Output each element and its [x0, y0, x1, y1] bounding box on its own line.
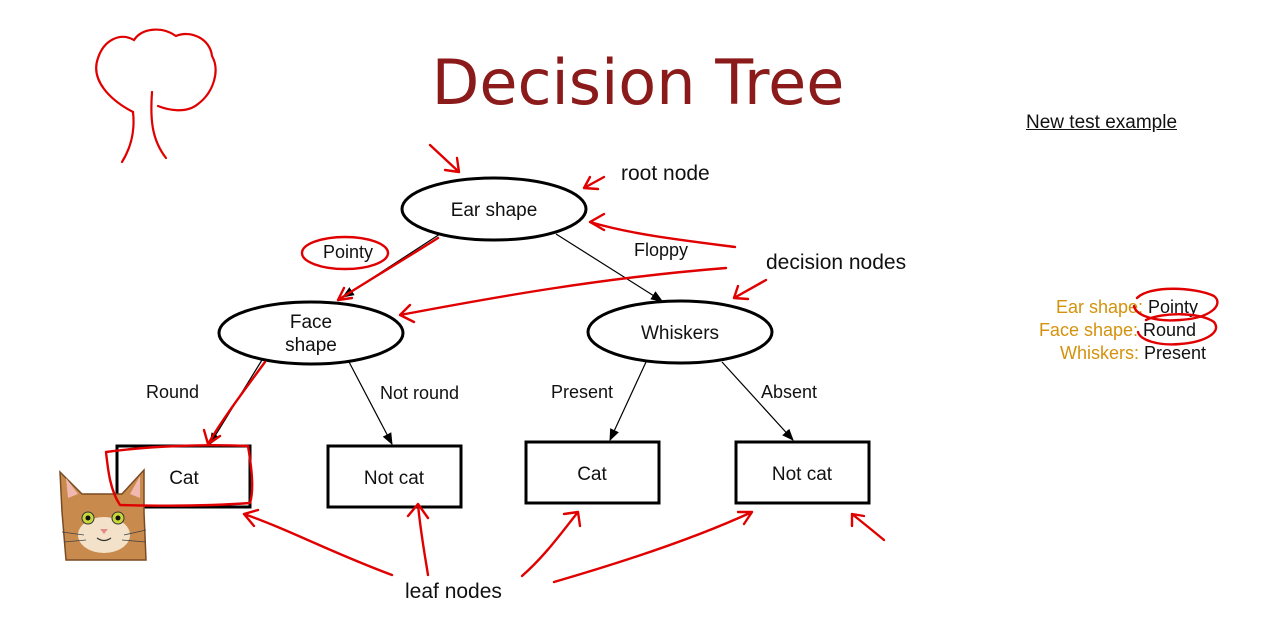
- leaf-label: Cat: [169, 468, 199, 489]
- edge-absent: [721, 361, 794, 441]
- example-value: Present: [1144, 343, 1207, 363]
- ink-arrow-decision-root: [588, 212, 737, 249]
- new-example-heading: New test example: [1026, 112, 1178, 133]
- edge-present: [609, 361, 647, 442]
- example-attr: Whiskers:: [1059, 343, 1139, 363]
- edge-label: Present: [551, 382, 613, 402]
- edge-label: Round: [146, 382, 199, 402]
- example-attr: Face shape:: [1038, 320, 1138, 340]
- leaf-node: [524, 440, 661, 505]
- ink-trace-pointy: [336, 236, 440, 302]
- example-value: Pointy: [1148, 297, 1199, 317]
- edge-label: Not round: [380, 383, 459, 403]
- whiskers-node-label: Whiskers: [641, 323, 719, 344]
- edge-label: Absent: [761, 382, 817, 402]
- decision-nodes-annotation: decision nodes: [766, 251, 906, 274]
- ink-box-cat: [104, 444, 254, 507]
- ink-circle-pointy-value: [1132, 287, 1219, 322]
- edge-label: Pointy: [323, 242, 373, 262]
- cat-face-icon: [59, 468, 147, 561]
- face-node-label: shape: [285, 335, 337, 356]
- leaf-label: Cat: [577, 464, 607, 485]
- edge-label: Floppy: [634, 240, 688, 260]
- example-row-ear: Ear shape:Pointy: [1008, 297, 1198, 318]
- face-shape-node: [217, 300, 405, 366]
- whiskers-node: [586, 299, 774, 365]
- example-row-whiskers: Whiskers:Present: [1004, 343, 1206, 364]
- leaf-node: [326, 444, 463, 509]
- example-value: Round: [1143, 320, 1197, 340]
- ink-arrow-leaf-4: [552, 510, 754, 584]
- ink-circle-pointy: [300, 235, 390, 271]
- root-node: [400, 176, 588, 242]
- edge-not-round: [347, 359, 393, 446]
- example-attr: Ear shape:: [1055, 297, 1143, 317]
- ink-arrow-leaf-1: [242, 508, 394, 577]
- root-node-label: Ear shape: [451, 200, 538, 221]
- page-title: Decision Tree: [431, 46, 845, 119]
- ink-arrow-leaf-2: [406, 502, 430, 577]
- ink-arrow-root: [428, 143, 461, 174]
- leaf-label: Not cat: [364, 468, 425, 489]
- ink-arrow-leaf-3: [520, 510, 582, 578]
- ink-arrow-decision-whiskers: [732, 278, 768, 301]
- ink-circle-round-value: [1136, 313, 1218, 346]
- example-row-face: Face shape:Round: [1003, 320, 1196, 341]
- ink-annotations: [104, 143, 1219, 584]
- root-node-annotation: root node: [621, 162, 710, 185]
- ink-trace-round: [202, 360, 267, 446]
- face-node-label: Face: [290, 312, 332, 333]
- ink-arrow-leaf-5: [850, 512, 886, 542]
- edge-floppy: [555, 233, 664, 302]
- leaf-node: [734, 440, 871, 505]
- leaf-nodes-annotation: leaf nodes: [405, 580, 502, 603]
- tree-doodle-icon: [95, 28, 217, 164]
- ink-arrow-decision-face: [398, 266, 728, 324]
- ink-arrow-root-label: [582, 175, 606, 191]
- leaf-label: Not cat: [772, 464, 833, 485]
